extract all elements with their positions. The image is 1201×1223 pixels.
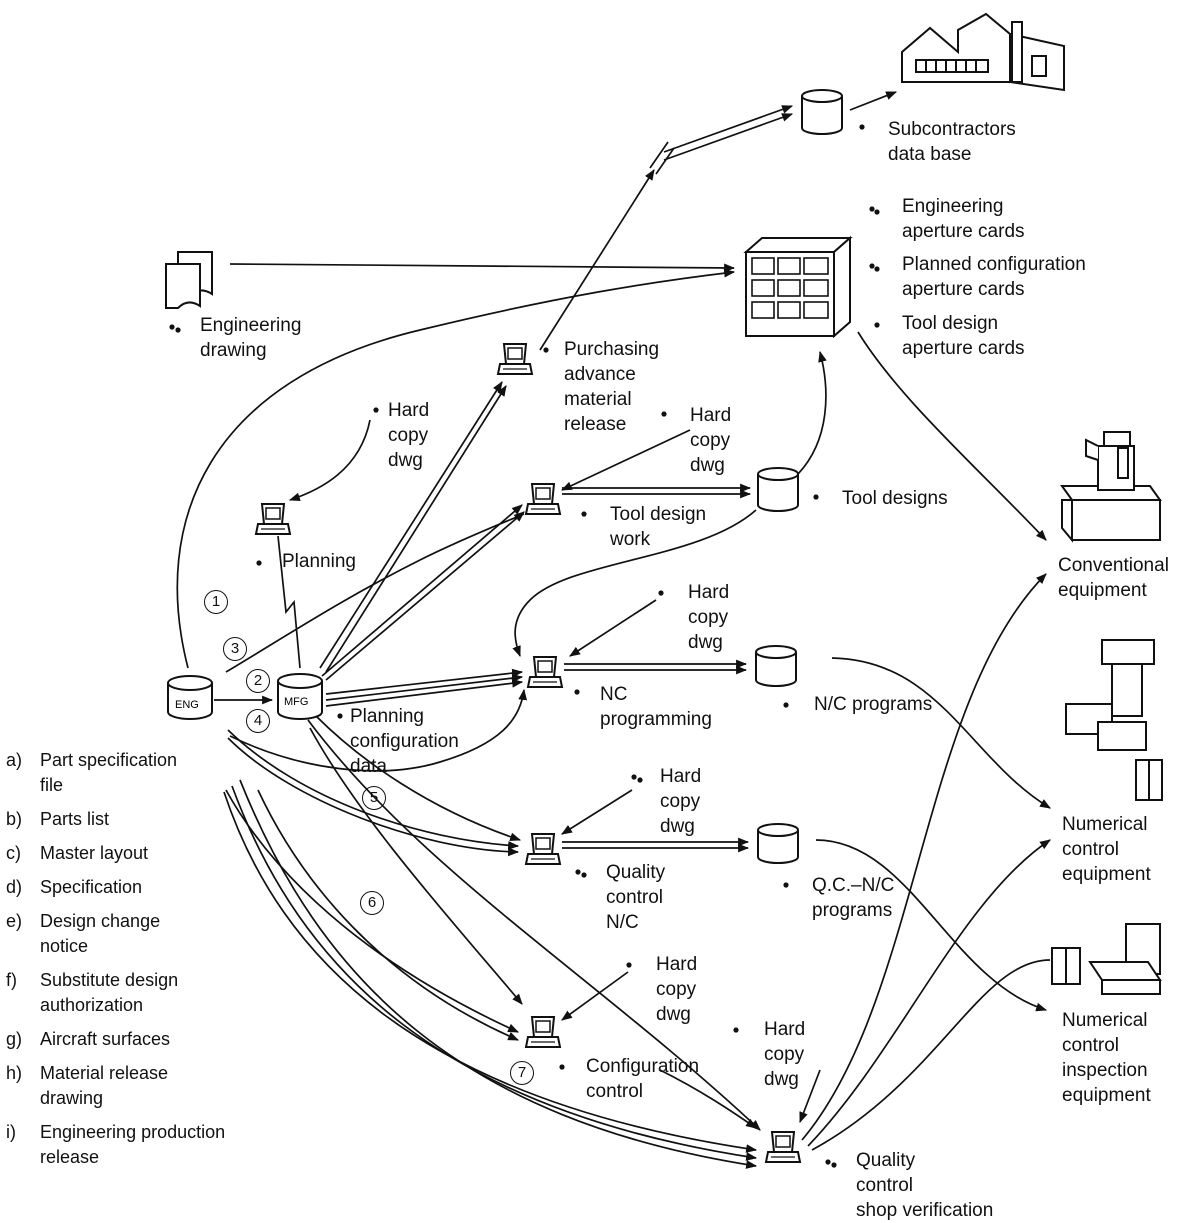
legend-item: a)Part specification file: [6, 750, 178, 795]
subcontractors-label: Subcontractors data base: [888, 119, 1016, 165]
connectors: [176, 91, 1051, 1169]
eng-to-cabinet-arc: [176, 268, 736, 669]
quality-control-nc-label: Quality control N/C: [606, 862, 666, 933]
configuration-control-terminal-icon: [525, 1016, 561, 1048]
nc-programming-terminal-icon: [527, 656, 563, 688]
qc-nc-programs-label: Q.C.–N/C programs: [812, 875, 895, 921]
nc-programs-label: N/C programs: [814, 694, 933, 715]
qc-shop-terminal-icon: [765, 1131, 801, 1163]
engineering-drawing-label: Engineering drawing: [200, 315, 302, 361]
factory-icon: [901, 12, 1065, 92]
purchasing-terminal-icon: [497, 343, 533, 375]
legend-item: b)Parts list: [6, 809, 110, 829]
planned-aperture-label: Planned configuration aperture cards: [902, 254, 1086, 300]
quality-control-nc-terminal-icon: [525, 833, 561, 865]
legend-item: c)Master layout: [6, 843, 149, 863]
numerical-control-label: Numerical control equipment: [1062, 814, 1151, 885]
step-number-2: 2: [246, 669, 270, 693]
engineering-drawing-icon: [165, 251, 213, 309]
tool-design-work-label: Tool design work: [610, 504, 707, 550]
conventional-equipment-icon: [1060, 431, 1162, 543]
mfg-database-icon: MFG: [277, 673, 323, 720]
hard-copy-label-5: Hard copy dwg: [656, 954, 698, 1025]
legend-item: h)Material release drawing: [6, 1063, 169, 1108]
subcontractors-database-icon: [801, 89, 843, 135]
tool-design-terminal-icon: [525, 483, 561, 515]
aperture-card-cabinet-icon: [743, 235, 853, 339]
step-number-4: 4: [246, 709, 270, 733]
configuration-control-label: Configuration control: [586, 1056, 700, 1102]
tool-designs-database-icon: [757, 467, 799, 512]
legend-item: i)Engineering production release: [6, 1122, 226, 1167]
legend-item: e)Design change notice: [6, 911, 161, 956]
nc-programs-database-icon: [755, 645, 797, 687]
step-number-1: 1: [204, 590, 228, 614]
mfg-database-label: MFG: [284, 696, 308, 708]
legend-item: f)Substitute design authorization: [6, 970, 179, 1015]
eng-database-label: ENG: [175, 699, 199, 711]
step-number-5: 5: [362, 786, 386, 810]
engineering-aperture-label: Engineering aperture cards: [902, 196, 1025, 242]
nc-inspection-label: Numerical control inspection equipment: [1062, 1010, 1151, 1106]
purchasing-label: Purchasing advance material release: [564, 339, 660, 435]
hard-copy-to-planning-arrow: [288, 419, 371, 502]
nc-inspection-equipment-icon: [1051, 923, 1162, 995]
hard-copy-label-2: Hard copy dwg: [690, 405, 732, 476]
qc-nc-programs-database-icon: [757, 823, 799, 864]
tool-aperture-label: Tool design aperture cards: [902, 313, 1025, 359]
hard-copy-label-3: Hard copy dwg: [688, 582, 730, 653]
drawing-to-cabinet-arrow: [229, 263, 736, 273]
eng-database-icon: ENG: [167, 675, 213, 720]
planning-terminal-icon: [255, 503, 291, 535]
qc-shop-verification-label: Quality control shop verification: [856, 1150, 994, 1221]
tool-designs-label: Tool designs: [842, 488, 948, 509]
hard-copy-label-6: Hard copy dwg: [764, 1019, 806, 1090]
bullet-dots: [169, 124, 880, 1168]
step-number-6: 6: [360, 891, 384, 915]
numerical-control-equipment-icon: [1065, 639, 1163, 801]
step-number-7: 7: [510, 1061, 534, 1085]
step-number-3: 3: [223, 637, 247, 661]
legend-item: d)Specification: [6, 877, 143, 897]
document-legend: a)Part specification file b)Parts list c…: [6, 748, 246, 1179]
nc-programming-label: NC programming: [600, 684, 712, 730]
purchasing-to-subcontractor-arrow: [539, 169, 655, 351]
planning-configuration-label: Planning configuration data: [350, 706, 459, 777]
legend-item: g)Aircraft surfaces: [6, 1029, 171, 1049]
hard-copy-label-4: Hard copy dwg: [660, 766, 702, 837]
hard-copy-label-1: Hard copy dwg: [388, 400, 430, 471]
conventional-equipment-label: Conventional equipment: [1058, 555, 1169, 601]
planning-label: Planning: [282, 551, 356, 572]
